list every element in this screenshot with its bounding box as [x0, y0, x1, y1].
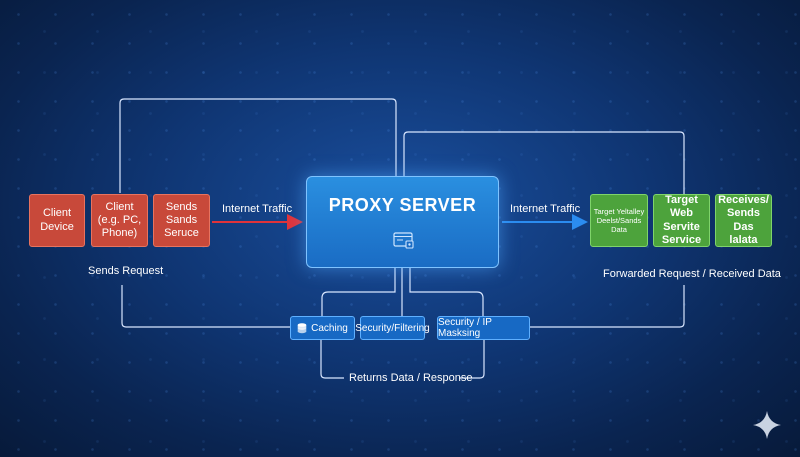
target-web-service-box: Target Web Servite Service — [653, 194, 710, 247]
internet-traffic-left-label: Internet Traffic — [222, 203, 293, 215]
caching-label: Caching — [311, 322, 348, 334]
browser-window-icon — [393, 232, 414, 249]
returns-data-label: Returns Data / Response — [349, 372, 473, 384]
client-device-box: Client Device — [29, 194, 85, 247]
client-label: Client (e.g. PC, Phone) — [97, 200, 142, 240]
security-ip-masking-label: Security / IP Masksing — [438, 317, 492, 339]
sends-label: Sends Sands Seruce — [164, 200, 199, 240]
target-data-box: Target Yeltalley Deelst/Sands Data — [590, 194, 648, 247]
sends-box: Sends Sands Seruce — [153, 194, 210, 247]
forwarded-request-label: Forwarded Request / Received Data — [603, 268, 781, 280]
client-device-label: Client Device — [40, 207, 74, 233]
security-filtering-label: Security/Filtering — [355, 322, 430, 334]
client-box: Client (e.g. PC, Phone) — [91, 194, 148, 247]
database-icon — [297, 322, 307, 333]
proxy-server-title: PROXY SERVER — [328, 195, 477, 215]
security-filtering-box: Security/Filtering — [355, 316, 430, 340]
proxy-server-box: PROXY SERVER — [306, 176, 499, 268]
sparkle-icon — [753, 411, 781, 439]
receives-sends-label: Receives/ Sends Das lalata — [718, 194, 769, 246]
security-ip-masking-box: Security / IP Masksing — [437, 316, 530, 340]
target-web-service-label: Target Web Servite Service — [661, 194, 702, 246]
target-data-label: Target Yeltalley Deelst/Sands Data — [593, 207, 645, 234]
caching-box: Caching — [290, 316, 355, 340]
receives-sends-box: Receives/ Sends Das lalata — [715, 194, 772, 247]
internet-traffic-right-label: Internet Traffic — [510, 203, 581, 215]
sends-request-label: Sends Request — [88, 265, 164, 277]
